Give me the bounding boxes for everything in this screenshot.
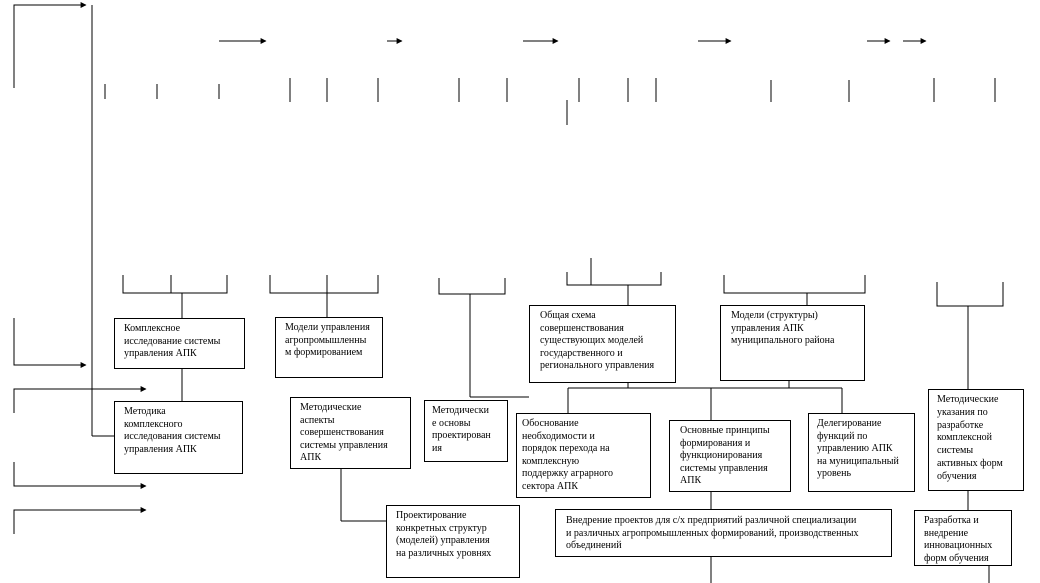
- box-metodika-text: Методика комплексного исследования систе…: [124, 406, 221, 455]
- box-vnedrenie: Внедрение проектов для с/х предприятий р…: [555, 509, 892, 557]
- box-metod-aspekty-text: Методические аспекты совершенствования с…: [300, 402, 388, 463]
- box-komplex-text: Комплексное исследование системы управле…: [124, 323, 221, 359]
- box-osnovnye-principy-text: Основные принципы формирования и функцио…: [680, 425, 770, 486]
- box-razrabotka: Разработка и внедрение инновационных фор…: [914, 510, 1012, 566]
- box-vnedrenie-text: Внедрение проектов для с/х предприятий р…: [566, 515, 859, 551]
- box-komplex: Комплексное исследование системы управле…: [114, 318, 245, 369]
- box-modeli-mun: Модели (структуры) управления АПК муници…: [720, 305, 865, 381]
- box-metodika: Методика комплексного исследования систе…: [114, 401, 243, 474]
- box-obosnovanie-text: Обоснование необходимости и порядок пере…: [522, 418, 613, 492]
- box-metod-osnovy: Методически е основы проектирован ия: [424, 400, 508, 462]
- box-obshaya-shema-text: Общая схема совершенствования существующ…: [540, 310, 655, 371]
- box-proektirovanie-text: Проектирование конкретных структур (моде…: [396, 510, 492, 559]
- box-metod-aspekty: Методические аспекты совершенствования с…: [290, 397, 411, 469]
- box-razrabotka-text: Разработка и внедрение инновационных фор…: [924, 515, 993, 564]
- box-modeli-agro-text: Модели управления агропромышленны м форм…: [285, 322, 370, 358]
- box-metod-ukazaniya-text: Методические указания по разработке комп…: [937, 394, 1003, 482]
- box-metod-ukazaniya: Методические указания по разработке комп…: [928, 389, 1024, 491]
- box-modeli-agro: Модели управления агропромышленны м форм…: [275, 317, 383, 378]
- box-obshaya-shema: Общая схема совершенствования существующ…: [529, 305, 676, 383]
- box-delegirovanie: Делегирование функций по управлению АПК …: [808, 413, 915, 492]
- box-proektirovanie: Проектирование конкретных структур (моде…: [386, 505, 520, 578]
- box-delegirovanie-text: Делегирование функций по управлению АПК …: [817, 418, 899, 479]
- box-obosnovanie: Обоснование необходимости и порядок пере…: [516, 413, 651, 498]
- box-metod-osnovy-text: Методически е основы проектирован ия: [432, 405, 491, 454]
- box-osnovnye-principy: Основные принципы формирования и функцио…: [669, 420, 791, 492]
- box-modeli-mun-text: Модели (структуры) управления АПК муници…: [731, 310, 835, 346]
